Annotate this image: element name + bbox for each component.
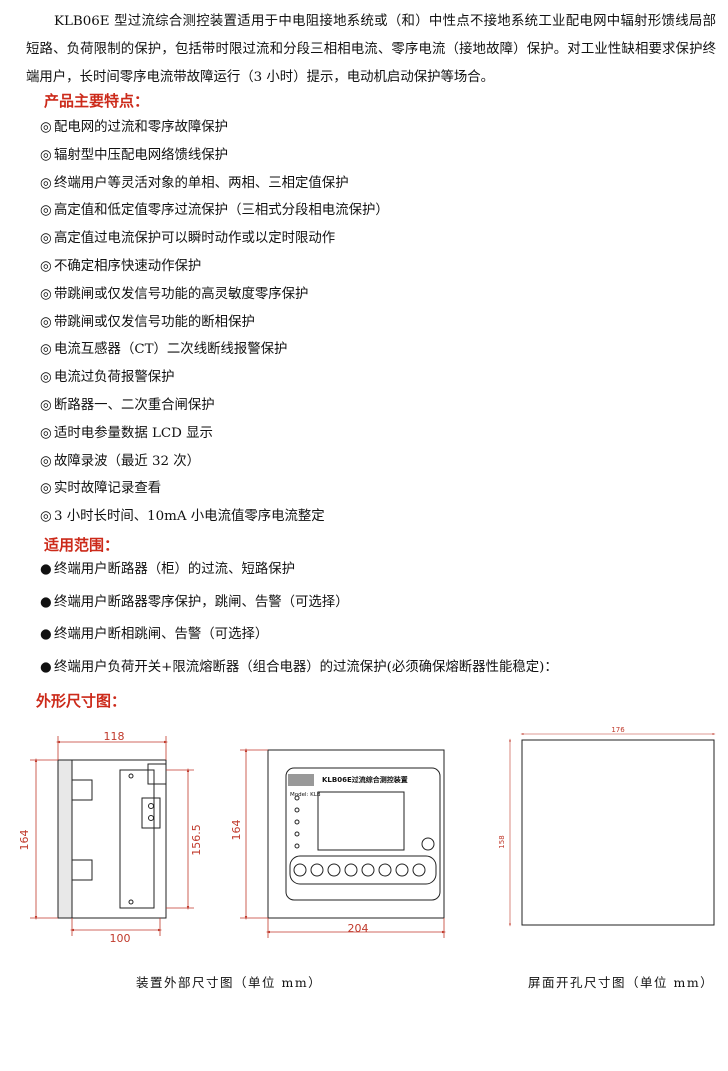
drawings-heading: 外形尺寸图： <box>36 692 127 710</box>
side-panel-flange <box>57 759 73 919</box>
scope-item: ●终端用户断相跳闸、告警（可选择） <box>40 619 558 652</box>
cutout-width-label: 176 <box>611 726 625 734</box>
front-logo <box>288 774 314 786</box>
feature-item: ◎高定值过电流保护可以瞬时动作或以定时限动作 <box>40 225 389 253</box>
feature-item-text: 终端用户等灵活对象的单相、两相、三相定值保护 <box>54 175 349 191</box>
feature-item-text: 配电网的过流和零序故障保护 <box>54 120 229 135</box>
scope-item-text: 终端用户断路器零序保护，跳闸、告警（可选择） <box>54 594 349 610</box>
side-width-label: 118 <box>104 730 125 743</box>
front-outline <box>267 749 445 919</box>
intro-paragraph: KLB06E 型过流综合测控装置适用于中电阻接地系统或（和）中性点不接地系统工业… <box>26 8 716 92</box>
feature-item: ◎电流互感器（CT）二次线断线报警保护 <box>40 336 389 364</box>
side-height-label: 164 <box>18 830 31 851</box>
scope-item-text: 终端用户断相跳闸、告警（可选择） <box>54 627 269 642</box>
scope-list: ●终端用户断路器（柜）的过流、短路保护●终端用户断路器零序保护，跳闸、告警（可选… <box>40 554 558 684</box>
feature-item: ◎故障录波（最近 32 次） <box>40 448 389 476</box>
scope-item-text: 终端用户负荷开关+限流熔断器（组合电器）的过流保护(必须确保熔断器性能稳定)： <box>54 659 558 675</box>
feature-item-text: 电流过负荷报警保护 <box>54 370 175 386</box>
features-heading: 产品主要特点： <box>44 92 150 110</box>
side-dimensions <box>30 736 194 936</box>
cutout-dimensions <box>509 733 716 927</box>
front-height-label: 164 <box>230 820 243 841</box>
scope-bullet: ● <box>40 659 52 675</box>
feature-item-text: 辐射型中压配电网络馈线保护 <box>54 147 229 163</box>
front-keypad <box>289 855 437 885</box>
cutout-drawing <box>521 739 715 926</box>
feature-item: ◎不确定相序快速动作保护 <box>40 253 389 281</box>
feature-bullet: ◎ <box>40 509 52 525</box>
feature-item-text: 适时电参量数据 LCD 显示 <box>54 425 213 441</box>
front-view-drawing <box>267 749 445 919</box>
feature-item: ◎高定值和低定值零序过流保护（三相式分段相电流保护） <box>40 197 389 225</box>
feature-item-text: 3 小时长时间、10mA 小电流值零序电流整定 <box>54 509 325 525</box>
feature-item: ◎配电网的过流和零序故障保护 <box>40 114 389 142</box>
feature-bullet: ◎ <box>40 342 52 358</box>
feature-bullet: ◎ <box>40 175 52 191</box>
feature-item-text: 故障录波（最近 32 次） <box>54 453 201 469</box>
feature-item-text: 断路器一、二次重合闸保护 <box>54 397 215 413</box>
feature-item-text: 不确定相序快速动作保护 <box>54 258 202 274</box>
feature-item: ◎辐射型中压配电网络馈线保护 <box>40 142 389 170</box>
feature-item-text: 高定值和低定值零序过流保护（三相式分段相电流保护） <box>54 203 389 219</box>
features-list: ◎配电网的过流和零序故障保护◎辐射型中压配电网络馈线保护◎终端用户等灵活对象的单… <box>40 114 389 531</box>
side-bracket-top <box>71 779 93 801</box>
feature-bullet: ◎ <box>40 258 52 274</box>
side-top-connector <box>147 763 167 785</box>
feature-item-text: 带跳闸或仅发信号功能的高灵敏度零序保护 <box>54 286 309 302</box>
side-view-drawing <box>57 759 167 919</box>
feature-item: ◎带跳闸或仅发信号功能的高灵敏度零序保护 <box>40 281 389 309</box>
feature-item-text: 实时故障记录查看 <box>54 481 162 497</box>
feature-bullet: ◎ <box>40 286 52 302</box>
feature-bullet: ◎ <box>40 425 52 441</box>
feature-item: ◎终端用户等灵活对象的单相、两相、三相定值保护 <box>40 170 389 198</box>
feature-bullet: ◎ <box>40 120 52 135</box>
outer-dimension-caption: 装置外部尺寸图（单位 mm） <box>136 975 323 990</box>
front-reset-knob <box>421 837 435 851</box>
scope-item: ●终端用户负荷开关+限流熔断器（组合电器）的过流保护(必须确保熔断器性能稳定)： <box>40 652 558 685</box>
side-bracket-bottom <box>71 859 93 881</box>
feature-item-text: 高定值过电流保护可以瞬时动作或以定时限动作 <box>54 231 336 247</box>
feature-bullet: ◎ <box>40 314 52 330</box>
front-model-title: KLB06E过流综合测控装置 <box>322 775 408 784</box>
scope-bullet: ● <box>40 594 52 610</box>
front-dimensions <box>240 748 446 938</box>
cutout-dimension-caption: 屏面开孔尺寸图（单位 mm） <box>528 975 715 990</box>
feature-item: ◎适时电参量数据 LCD 显示 <box>40 420 389 448</box>
feature-bullet: ◎ <box>40 481 52 497</box>
side-housing <box>119 769 155 909</box>
feature-item-text: 带跳闸或仅发信号功能的断相保护 <box>54 314 255 330</box>
feature-item: ◎3 小时长时间、10mA 小电流值零序电流整定 <box>40 503 389 531</box>
cutout-height-label: 158 <box>498 835 506 848</box>
feature-bullet: ◎ <box>40 147 52 163</box>
dimension-drawings: 118 100 164 156.5 KLB06E过流综合测控装置 Model: … <box>18 726 716 945</box>
cutout-outline <box>521 739 715 926</box>
feature-item: ◎带跳闸或仅发信号功能的断相保护 <box>40 309 389 337</box>
feature-bullet: ◎ <box>40 370 52 386</box>
feature-bullet: ◎ <box>40 397 52 413</box>
feature-item: ◎实时故障记录查看 <box>40 475 389 503</box>
scope-item: ●终端用户断路器（柜）的过流、短路保护 <box>40 554 558 587</box>
front-panel <box>285 767 441 901</box>
feature-bullet: ◎ <box>40 231 52 247</box>
feature-item: ◎电流过负荷报警保护 <box>40 364 389 392</box>
feature-item-text: 电流互感器（CT）二次线断线报警保护 <box>54 342 288 358</box>
side-terminal-block <box>141 797 161 829</box>
scope-bullet: ● <box>40 627 52 642</box>
scope-item: ●终端用户断路器零序保护，跳闸、告警（可选择） <box>40 587 558 620</box>
side-inner-height-label: 156.5 <box>190 824 203 856</box>
front-model-label: Model: KLB <box>290 792 321 798</box>
scope-item-text: 终端用户断路器（柜）的过流、短路保护 <box>54 562 296 577</box>
feature-bullet: ◎ <box>40 453 52 469</box>
scope-heading: 适用范围： <box>44 536 120 554</box>
scope-bullet: ● <box>40 562 52 577</box>
intro-text: KLB06E 型过流综合测控装置适用于中电阻接地系统或（和）中性点不接地系统工业… <box>26 14 716 85</box>
feature-bullet: ◎ <box>40 203 52 219</box>
side-depth-label: 100 <box>110 932 131 945</box>
front-width-label: 204 <box>348 922 369 935</box>
feature-item: ◎断路器一、二次重合闸保护 <box>40 392 389 420</box>
front-lcd-screen <box>317 791 405 851</box>
